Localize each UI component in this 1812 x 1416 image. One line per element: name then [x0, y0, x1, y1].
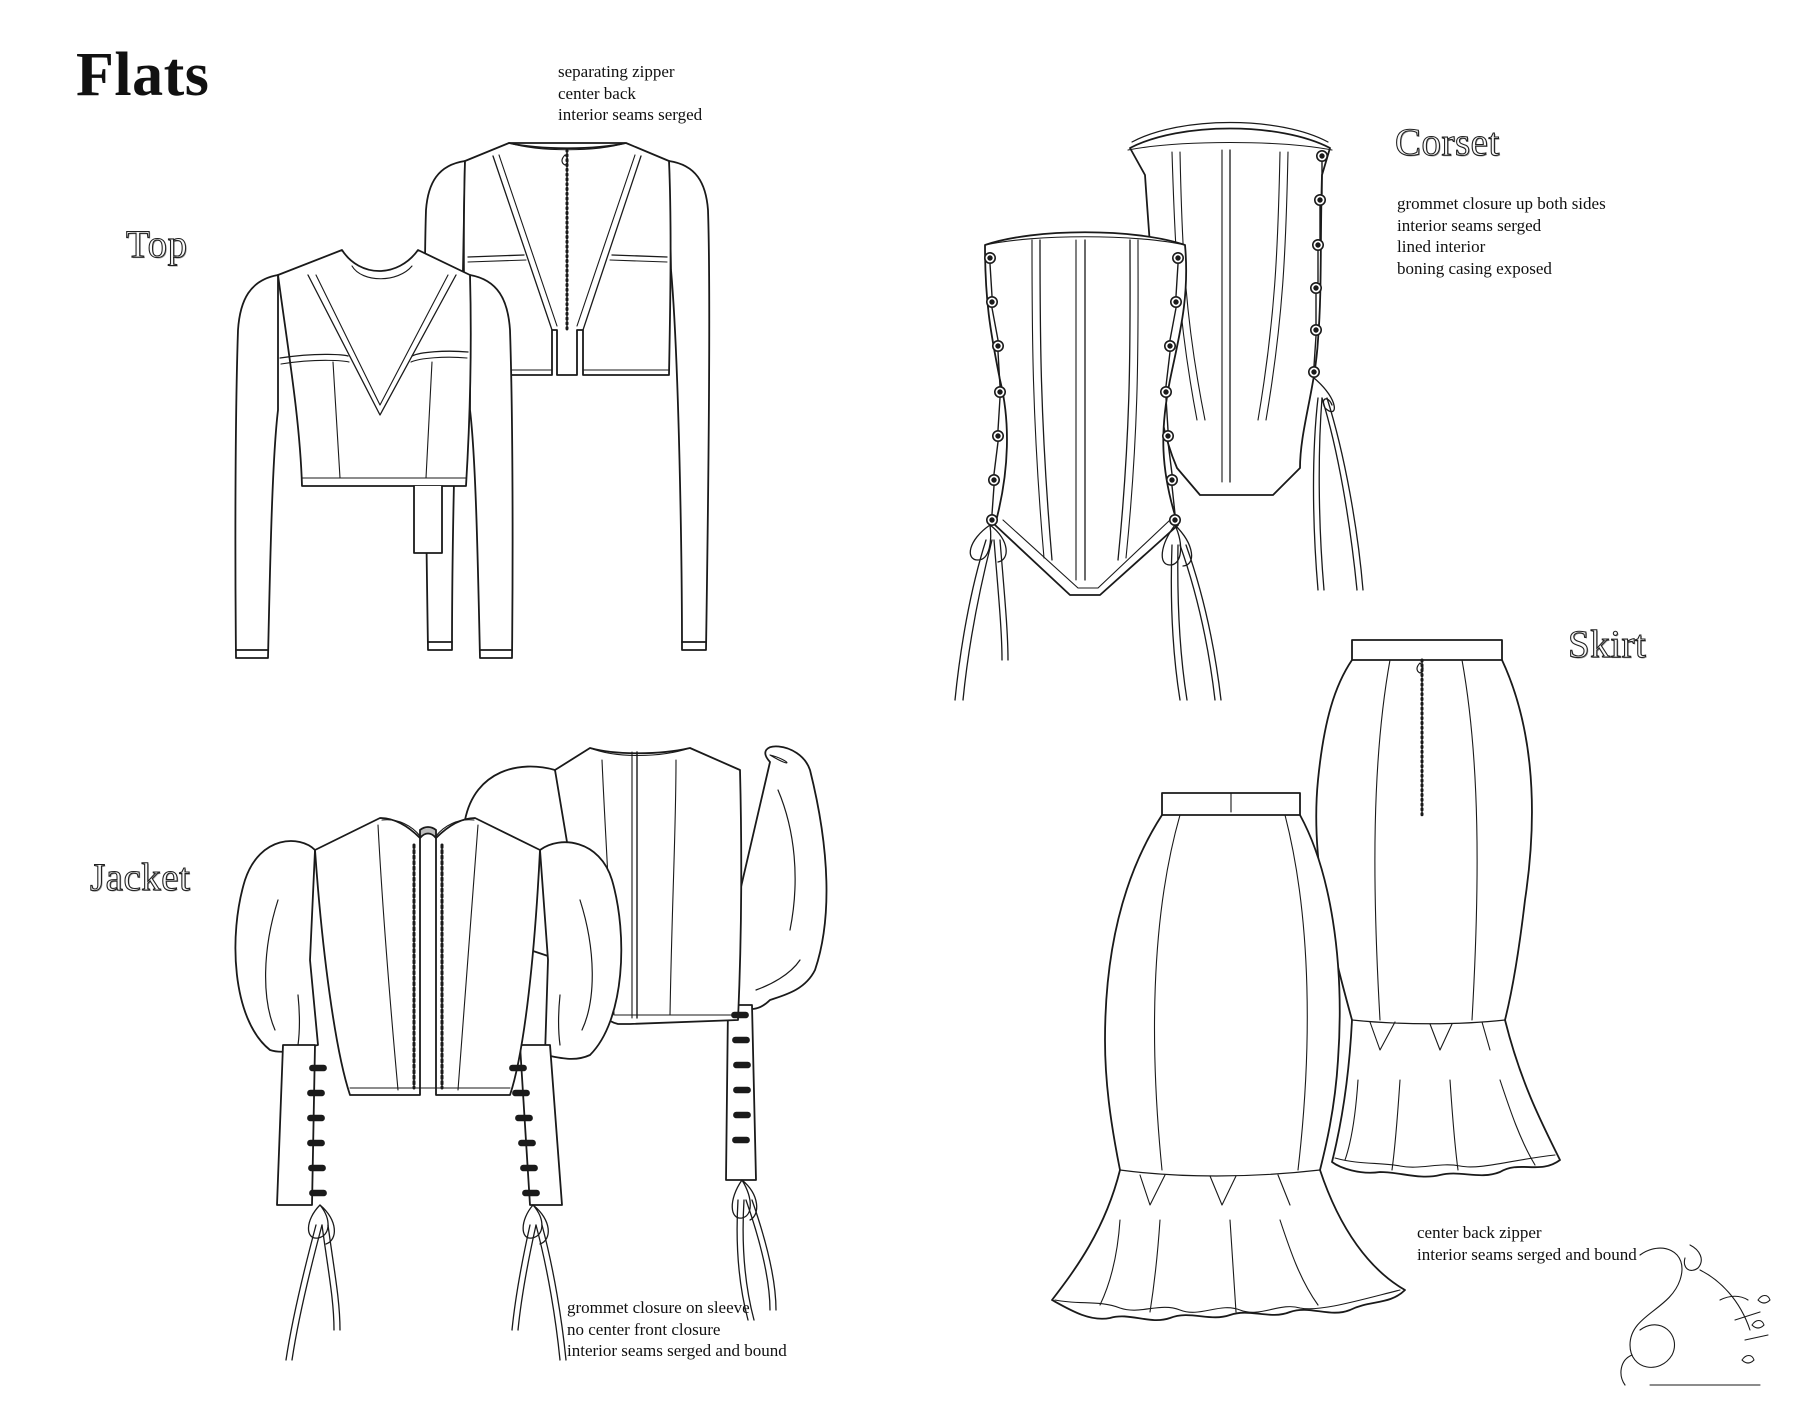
- corset-note: grommet closure up both sides: [1397, 194, 1606, 213]
- jacket-note: interior seams serged and bound: [567, 1341, 787, 1360]
- corset-back-flat: [1127, 121, 1364, 591]
- corset-note: lined interior: [1397, 237, 1486, 256]
- jacket-section-title: Jacket: [89, 855, 191, 899]
- top-note: center back: [558, 83, 636, 103]
- jacket-note: grommet closure on sleeve: [567, 1298, 750, 1317]
- skirt-back-flat: [1315, 639, 1561, 1178]
- corset-front-flat: [954, 231, 1222, 701]
- top-note: separating zipper: [558, 62, 675, 81]
- corset-note: boning casing exposed: [1397, 258, 1552, 278]
- skirt-notes: center back zipper interior seams serged…: [1417, 1222, 1637, 1265]
- skirt-note: center back zipper: [1417, 1223, 1542, 1242]
- page-title: Flats: [76, 41, 210, 109]
- snake-monogram-icon: [1620, 1244, 1771, 1386]
- top-front-flat: [234, 249, 514, 659]
- jacket-note: no center front closure: [567, 1319, 721, 1339]
- top-notes: separating zipper center back interior s…: [558, 61, 702, 126]
- skirt-section-title: Skirt: [1567, 622, 1647, 666]
- top-section-title: Top: [125, 222, 188, 266]
- top-back-flat: [423, 142, 711, 651]
- skirt-note: interior seams serged and bound: [1417, 1244, 1637, 1264]
- jacket-notes: grommet closure on sleeve no center fron…: [567, 1297, 787, 1362]
- skirt-front-flat: [1051, 792, 1406, 1322]
- jacket-front-flat: [234, 817, 623, 1361]
- corset-notes: grommet closure up both sides interior s…: [1397, 193, 1606, 279]
- corset-note: interior seams serged: [1397, 215, 1542, 235]
- corset-section-title: Corset: [1394, 120, 1500, 164]
- top-note: interior seams serged: [558, 105, 703, 124]
